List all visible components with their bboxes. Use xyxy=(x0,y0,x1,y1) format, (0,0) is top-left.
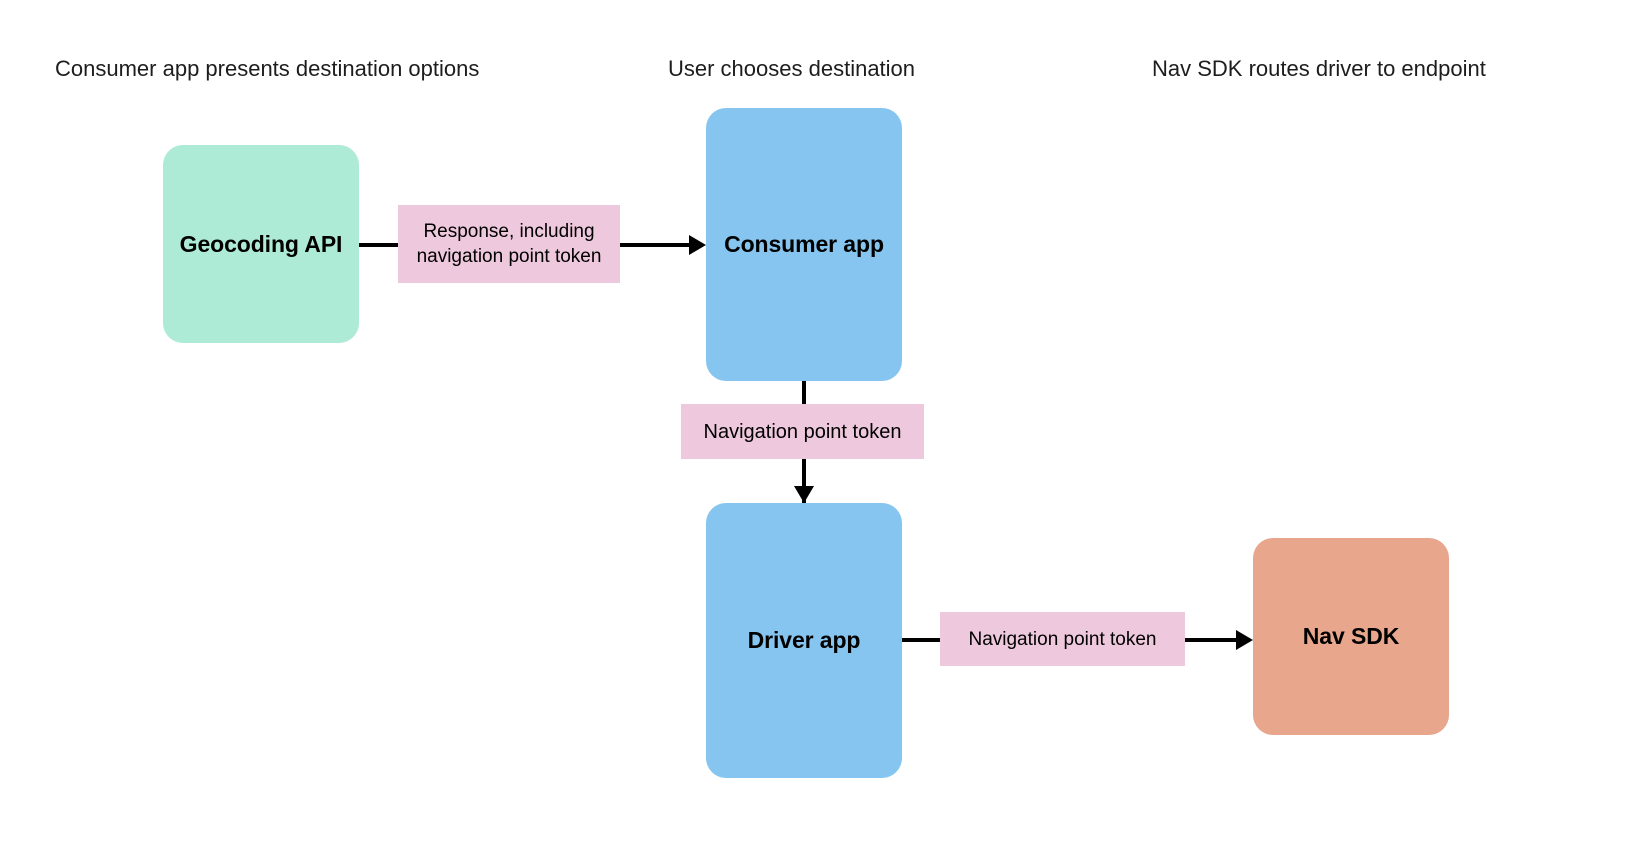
node-consumer-app-label: Consumer app xyxy=(724,231,884,257)
edge-label-response-text: Response, including navigation point tok… xyxy=(416,221,602,267)
node-geocoding-api[interactable]: Geocoding API xyxy=(163,145,359,343)
arrowhead-driver-to-navsdk xyxy=(1236,630,1253,650)
node-driver-app[interactable]: Driver app xyxy=(706,503,902,778)
edge-label-navigation-point-token-consumer-to-driver: Navigation point token xyxy=(681,404,924,459)
edge-label-navigation-point-token-driver-to-navsdk: Navigation point token xyxy=(940,612,1185,666)
node-nav-sdk[interactable]: Nav SDK xyxy=(1253,538,1449,735)
column-header-consumer-app-flow: Consumer app presents destination option… xyxy=(55,56,480,81)
edge-label-response-including-navigation-point-token: Response, including navigation point tok… xyxy=(398,205,620,283)
node-driver-app-label: Driver app xyxy=(747,627,861,653)
node-geocoding-api-label: Geocoding API xyxy=(179,230,343,257)
edge-label-navigation-point-token-consumer-text: Navigation point token xyxy=(703,420,902,443)
node-consumer-app[interactable]: Consumer app xyxy=(706,108,902,381)
arrowhead-geocoding-to-consumer xyxy=(689,235,706,255)
column-header-user-choice: User chooses destination xyxy=(668,56,916,81)
edge-label-navigation-point-token-navsdk-text: Navigation point token xyxy=(968,628,1157,650)
node-nav-sdk-label: Nav SDK xyxy=(1302,623,1400,649)
arrowhead-consumer-to-driver xyxy=(794,486,814,503)
column-header-nav-sdk-routing: Nav SDK routes driver to endpoint xyxy=(1152,56,1486,81)
